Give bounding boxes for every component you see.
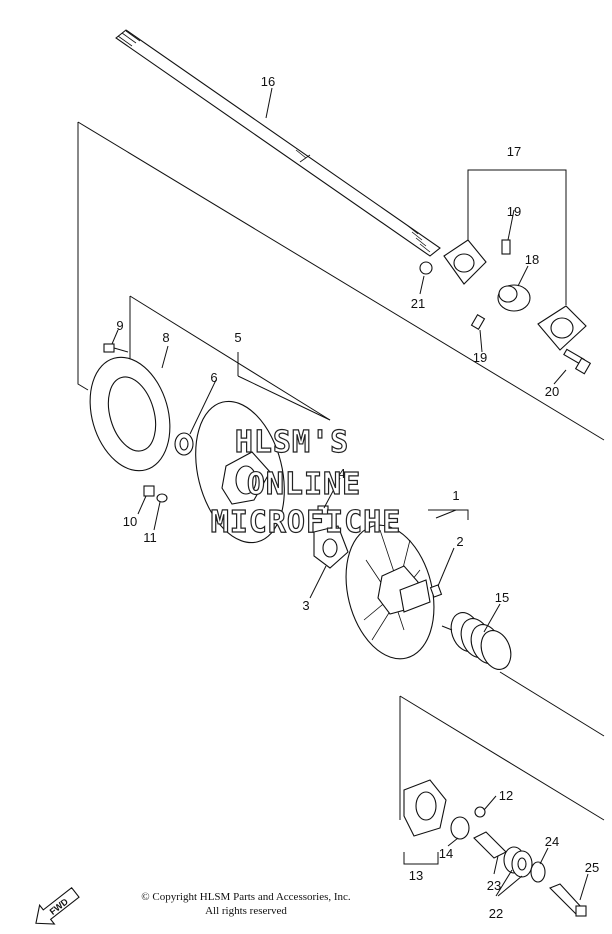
watermark-line-1: HLSM'S xyxy=(235,425,349,460)
callout-20: 20 xyxy=(545,384,559,399)
roller-part-22 xyxy=(503,846,533,878)
callout-3: 3 xyxy=(302,598,309,613)
watermark-line-2: ONLINE xyxy=(247,467,361,502)
callout-5: 5 xyxy=(234,330,241,345)
shaft-part-16 xyxy=(115,29,441,257)
bolt-part-10 xyxy=(143,485,155,497)
bolt-part-4 xyxy=(317,505,329,515)
callout-9: 9 xyxy=(116,318,123,333)
sleeve-part-23 xyxy=(473,831,507,859)
callout-18: 18 xyxy=(525,252,539,267)
set-screw-19-upper xyxy=(501,239,511,255)
sheave-part-5 xyxy=(195,400,285,544)
callout-14: 14 xyxy=(439,846,453,861)
copyright-line-2: All rights reserved xyxy=(205,905,287,917)
leader-lines xyxy=(111,87,589,901)
callout-17: 17 xyxy=(507,144,521,159)
callout-23: 23 xyxy=(487,878,501,893)
callout-1: 1 xyxy=(452,488,459,503)
watermark-line-3: MICROFICHE xyxy=(211,505,402,540)
set-screw-19-lower xyxy=(470,314,486,330)
callout-13: 13 xyxy=(409,868,423,883)
callout-4: 4 xyxy=(338,466,345,481)
callout-2: 2 xyxy=(456,534,463,549)
plate-part-8 xyxy=(89,356,171,472)
callout-6: 6 xyxy=(210,370,217,385)
bearing-part-18 xyxy=(497,284,531,312)
upper-frame-lines xyxy=(77,121,605,441)
callout-12: 12 xyxy=(499,788,513,803)
callout-8: 8 xyxy=(162,330,169,345)
callout-16: 16 xyxy=(261,74,275,89)
callout-25: 25 xyxy=(585,860,599,875)
bearing-housing-upper xyxy=(443,239,487,285)
bolt-part-20 xyxy=(563,348,592,375)
bolt-part-9 xyxy=(103,343,129,353)
bracket-17 xyxy=(467,169,567,305)
bushing-part-14 xyxy=(450,816,470,840)
callout-19-upper: 19 xyxy=(507,204,521,219)
bolt-part-25 xyxy=(549,883,587,917)
spring-part-15 xyxy=(441,612,512,670)
callout-labels: 16 17 19 18 21 19 20 9 8 5 6 4 10 11 1 2… xyxy=(116,74,599,921)
washer-part-11 xyxy=(156,493,168,503)
watermark: HLSM'S ONLINE MICROFICHE xyxy=(210,424,402,540)
bearing-housing-lower xyxy=(537,305,587,351)
bushing-part-6 xyxy=(174,432,194,456)
callout-24: 24 xyxy=(545,834,559,849)
callout-11: 11 xyxy=(143,530,157,545)
lower-frame-lines xyxy=(399,671,605,821)
bracket-5 xyxy=(237,352,331,421)
callout-10: 10 xyxy=(123,514,137,529)
sheave-part-1 xyxy=(345,524,435,660)
nut-part-21 xyxy=(419,261,433,275)
housing-part-13 xyxy=(403,779,447,837)
callout-22: 22 xyxy=(489,906,503,921)
screw-part-2 xyxy=(429,584,443,598)
callout-19-lower: 19 xyxy=(473,350,487,365)
callout-15: 15 xyxy=(495,590,509,605)
copyright-line-1: © Copyright HLSM Parts and Accessories, … xyxy=(141,891,351,903)
callout-21: 21 xyxy=(411,296,425,311)
gasket-part-3 xyxy=(313,525,349,569)
washer-part-24 xyxy=(530,861,546,883)
nut-part-12 xyxy=(474,806,486,818)
